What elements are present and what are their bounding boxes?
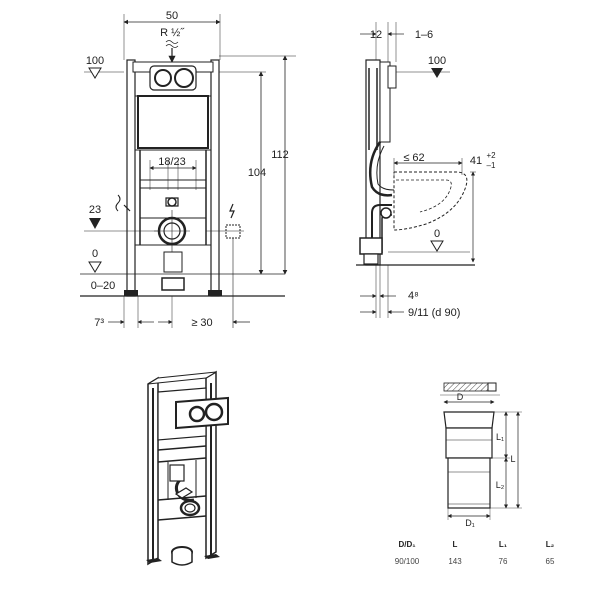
frame-range-label: 18/23: [158, 156, 186, 168]
level-pipe-marker-icon: [89, 218, 101, 229]
right-foot: [208, 290, 222, 296]
connector-l1-label: L₁: [496, 432, 504, 442]
table-cell: 76: [499, 557, 508, 566]
table-cell: 143: [448, 557, 462, 566]
table-cell: 65: [546, 557, 555, 566]
level-top-marker-icon: [88, 67, 102, 79]
dimension-table: D/D₁ L L₁ L₂ 90/100 143 76 65: [395, 540, 555, 566]
flush-button-large-icon: [174, 68, 194, 88]
pipe-dim-label: 9/11 (d 90): [408, 307, 460, 319]
side-level-top-marker-icon: [431, 68, 443, 78]
front-view: 50 R ½˝ 18/23: [80, 10, 296, 329]
width-label: 50: [166, 10, 178, 22]
side-flush-plate: [387, 65, 397, 89]
depth-a-label: 12: [370, 29, 382, 41]
side-level-floor-marker-icon: [430, 240, 444, 252]
table-header-l: L: [453, 540, 458, 549]
offset-left-label: 7³: [94, 317, 104, 329]
flush-button-small-icon: [154, 69, 172, 87]
electrical-box: [225, 224, 241, 239]
level-floor-label: 0: [92, 248, 98, 260]
table-header-l2: L₂: [546, 540, 555, 549]
level-top-label: 100: [86, 55, 104, 67]
pipe-offset-label: 4⁸: [408, 290, 419, 302]
bowl-tol-minus: –1: [487, 161, 496, 170]
connector-l2-label: L₂: [496, 480, 505, 490]
level-pipe-label: 23: [89, 204, 101, 216]
connector-d1-label: D₁: [465, 518, 475, 528]
depth-b-label: 1–6: [415, 29, 433, 41]
connector-detail: D D₁ L L₁ L₂: [440, 382, 522, 528]
spacing-label: ≥ 30: [191, 317, 212, 329]
isometric-view: [146, 370, 229, 566]
connector-l-label: L: [510, 454, 515, 464]
height-inner-label: 104: [248, 167, 266, 179]
left-foot: [124, 290, 138, 296]
floor-range-label: 0–20: [91, 280, 115, 292]
side-view: 12 1–6 ≤ 62 41 +2 –1 100: [356, 22, 496, 319]
level-floor-marker-icon: [88, 261, 102, 273]
table-header-d: D/D₁: [398, 540, 416, 549]
side-level-floor-label: 0: [434, 228, 440, 240]
connector-d-label: D: [457, 392, 464, 402]
height-total-label: 112: [271, 149, 289, 161]
cistern: [137, 95, 209, 149]
table-cell: 90/100: [395, 557, 420, 566]
table-header-l1: L₁: [499, 540, 508, 549]
wc-bowl-outline: [393, 171, 468, 231]
bowl-height-label: 41: [470, 155, 482, 167]
frame-right-post: [210, 59, 220, 297]
thread-label: R ½˝: [160, 27, 185, 39]
frame-left-post: [126, 59, 136, 297]
bowl-reach-label: ≤ 62: [403, 152, 424, 164]
side-level-top-label: 100: [428, 55, 446, 67]
electrical-icon: [229, 203, 235, 219]
bowl-tol-plus: +2: [486, 151, 496, 160]
water-inlet-icon: [165, 40, 179, 48]
